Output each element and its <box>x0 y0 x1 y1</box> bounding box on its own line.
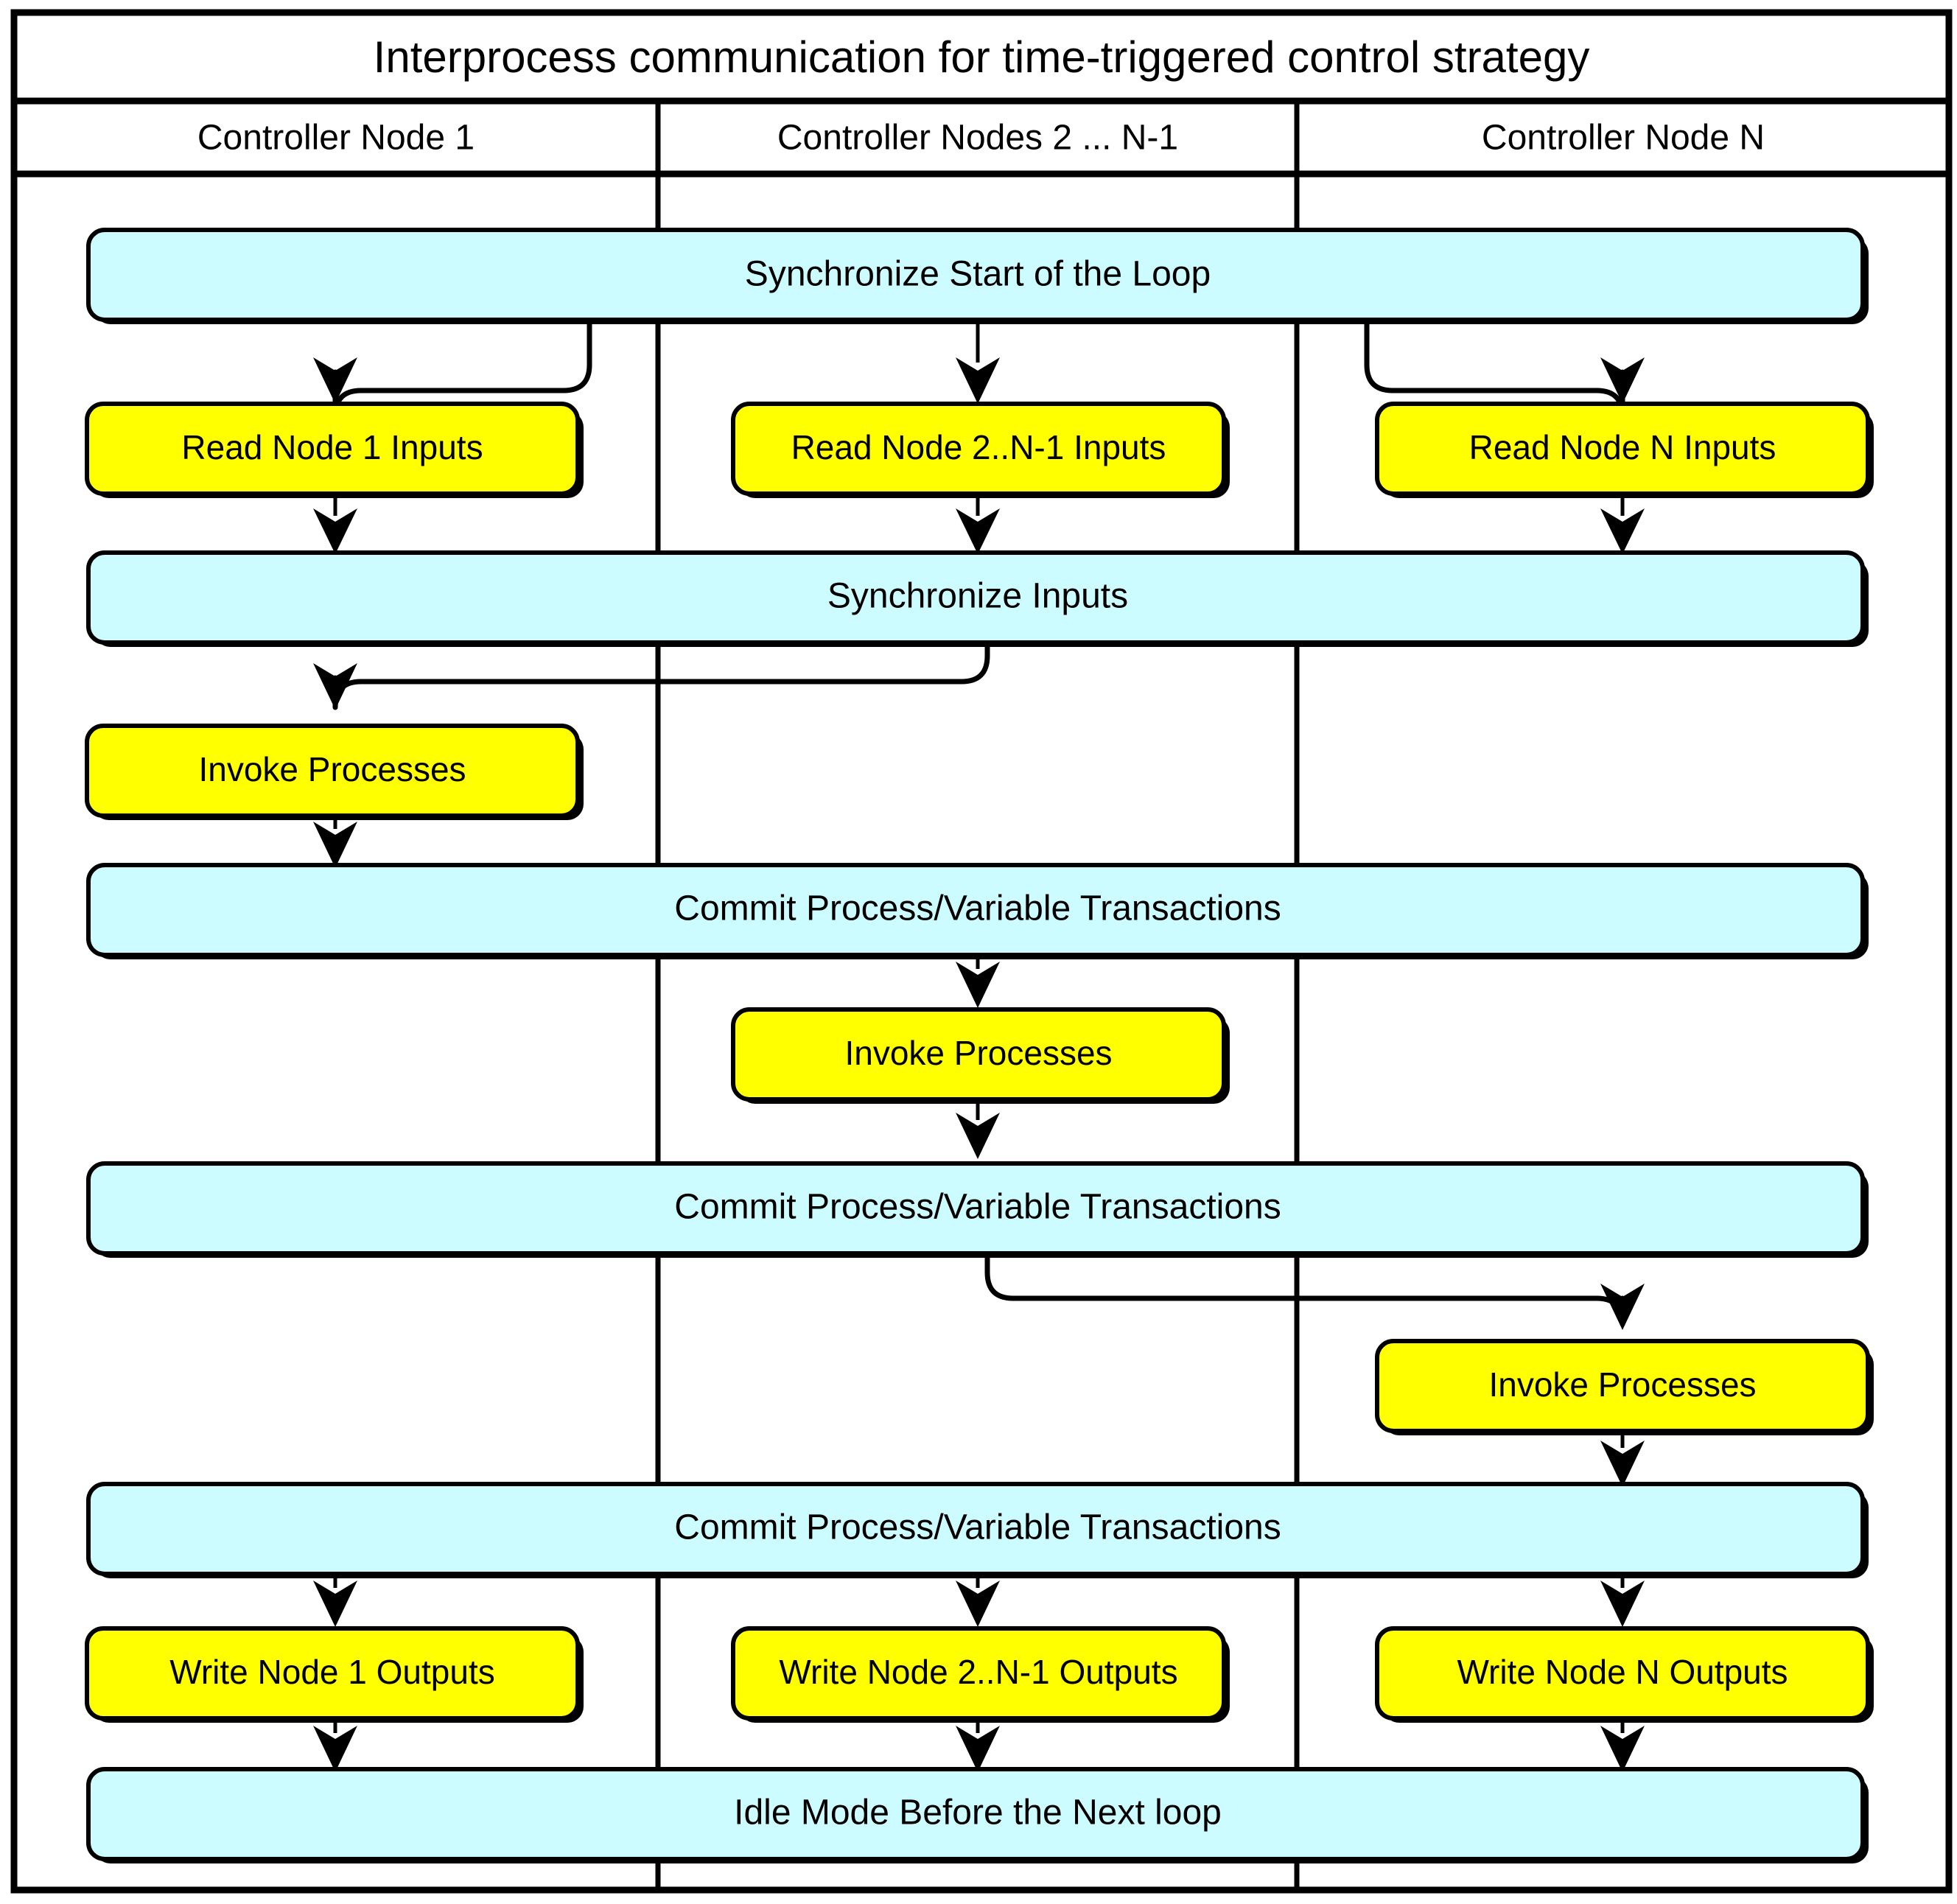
arrowhead-writeN-in <box>1600 1581 1645 1627</box>
sync-bar-label: Commit Process/Variable Transactions <box>674 1188 1281 1227</box>
sync-bar-label: Synchronize Inputs <box>827 577 1128 616</box>
box-shape <box>85 402 580 496</box>
bar-shape <box>86 1482 1865 1576</box>
box-shape <box>731 1626 1226 1721</box>
sync-bar-label: Idle Mode Before the Next loop <box>734 1793 1222 1833</box>
arrowhead-read1-in <box>313 357 357 404</box>
arrowhead-invoke2-in <box>956 962 1000 1008</box>
sync-bar-idle-mode[interactable]: Idle Mode Before the Next loop <box>86 1767 1869 1863</box>
bar-shape <box>86 550 1865 645</box>
sync-bar-synchronize-start[interactable]: Synchronize Start of the Loop <box>86 228 1869 324</box>
arrowhead-sync2-in-col1 <box>313 508 357 554</box>
arrowhead-sync2-in-col2 <box>956 508 1000 554</box>
outer-border <box>10 9 1953 1894</box>
box-shape <box>1375 1626 1870 1721</box>
task-box-label: Read Node 1 Inputs <box>181 428 483 466</box>
arrowhead-idle-in-col2 <box>956 1726 1000 1772</box>
task-box-invoke-processes-node-n[interactable]: Invoke Processes <box>1375 1339 1874 1435</box>
box-shape <box>1375 1339 1870 1433</box>
bar-shape <box>86 1161 1865 1256</box>
task-box-label: Invoke Processes <box>844 1034 1112 1072</box>
column-header-node-n: Controller Node N <box>1482 119 1765 158</box>
task-box-write-node-n-outputs[interactable]: Write Node N Outputs <box>1375 1626 1874 1723</box>
sync-bar-commit-transactions-3[interactable]: Commit Process/Variable Transactions <box>86 1482 1869 1578</box>
box-shape <box>85 724 580 818</box>
task-box-read-node-1-inputs[interactable]: Read Node 1 Inputs <box>85 402 584 498</box>
bar-shape <box>86 863 1865 957</box>
diagram-title: Interprocess communication for time-trig… <box>374 32 1590 82</box>
sync-bar-synchronize-inputs[interactable]: Synchronize Inputs <box>86 550 1869 647</box>
arrowhead-sync2-in-col3 <box>1600 508 1645 554</box>
task-box-invoke-processes-node-1[interactable]: Invoke Processes <box>85 724 584 820</box>
box-shape <box>1375 402 1870 496</box>
task-box-label: Invoke Processes <box>1488 1365 1756 1404</box>
column-header-node-1: Controller Node 1 <box>197 119 475 158</box>
sync-bar-label: Synchronize Start of the Loop <box>745 255 1211 294</box>
sync-bar-commit-transactions-1[interactable]: Commit Process/Variable Transactions <box>86 863 1869 959</box>
task-box-read-node-2-n1-inputs[interactable]: Read Node 2..N-1 Inputs <box>731 402 1230 498</box>
sync-bar-label: Commit Process/Variable Transactions <box>674 1508 1281 1547</box>
task-box-label: Read Node N Inputs <box>1469 428 1776 466</box>
box-shape <box>731 1007 1226 1102</box>
frame-group <box>10 9 1953 1894</box>
task-box-write-node-2-n1-outputs[interactable]: Write Node 2..N-1 Outputs <box>731 1626 1230 1723</box>
arrowhead-commit2-in <box>956 1113 1000 1159</box>
box-shape <box>731 402 1226 496</box>
arrowhead-commit3-in <box>1600 1441 1645 1487</box>
box-shape <box>85 1626 580 1721</box>
arrowhead-read2-in <box>956 357 1000 404</box>
arrowhead-write2-in <box>956 1581 1000 1627</box>
task-box-read-node-n-inputs[interactable]: Read Node N Inputs <box>1375 402 1874 498</box>
task-box-write-node-1-outputs[interactable]: Write Node 1 Outputs <box>85 1626 584 1723</box>
arrowhead-write1-in <box>313 1581 357 1627</box>
sync-bar-label: Commit Process/Variable Transactions <box>674 889 1281 928</box>
task-box-label: Read Node 2..N-1 Inputs <box>791 428 1166 466</box>
arrowhead-readN-in <box>1600 357 1645 404</box>
task-box-label: Write Node 1 Outputs <box>169 1653 494 1691</box>
sync-bar-commit-transactions-2[interactable]: Commit Process/Variable Transactions <box>86 1161 1869 1258</box>
task-box-label: Write Node N Outputs <box>1457 1653 1788 1691</box>
arrowhead-invoke1-in <box>313 663 357 710</box>
bar-shape <box>86 1767 1865 1861</box>
task-box-label: Write Node 2..N-1 Outputs <box>779 1653 1177 1691</box>
task-box-invoke-processes-node-2-n1[interactable]: Invoke Processes <box>731 1007 1230 1104</box>
arrowhead-idle-in-col1 <box>313 1726 357 1772</box>
arrowhead-idle-in-col3 <box>1600 1726 1645 1772</box>
arrowhead-commit1-in <box>313 822 357 868</box>
bar-shape <box>86 228 1865 322</box>
column-header-node-2-n1: Controller Nodes 2 ... N-1 <box>777 119 1178 158</box>
task-box-label: Invoke Processes <box>198 750 466 788</box>
arrowhead-invoke3-in <box>1600 1284 1645 1330</box>
